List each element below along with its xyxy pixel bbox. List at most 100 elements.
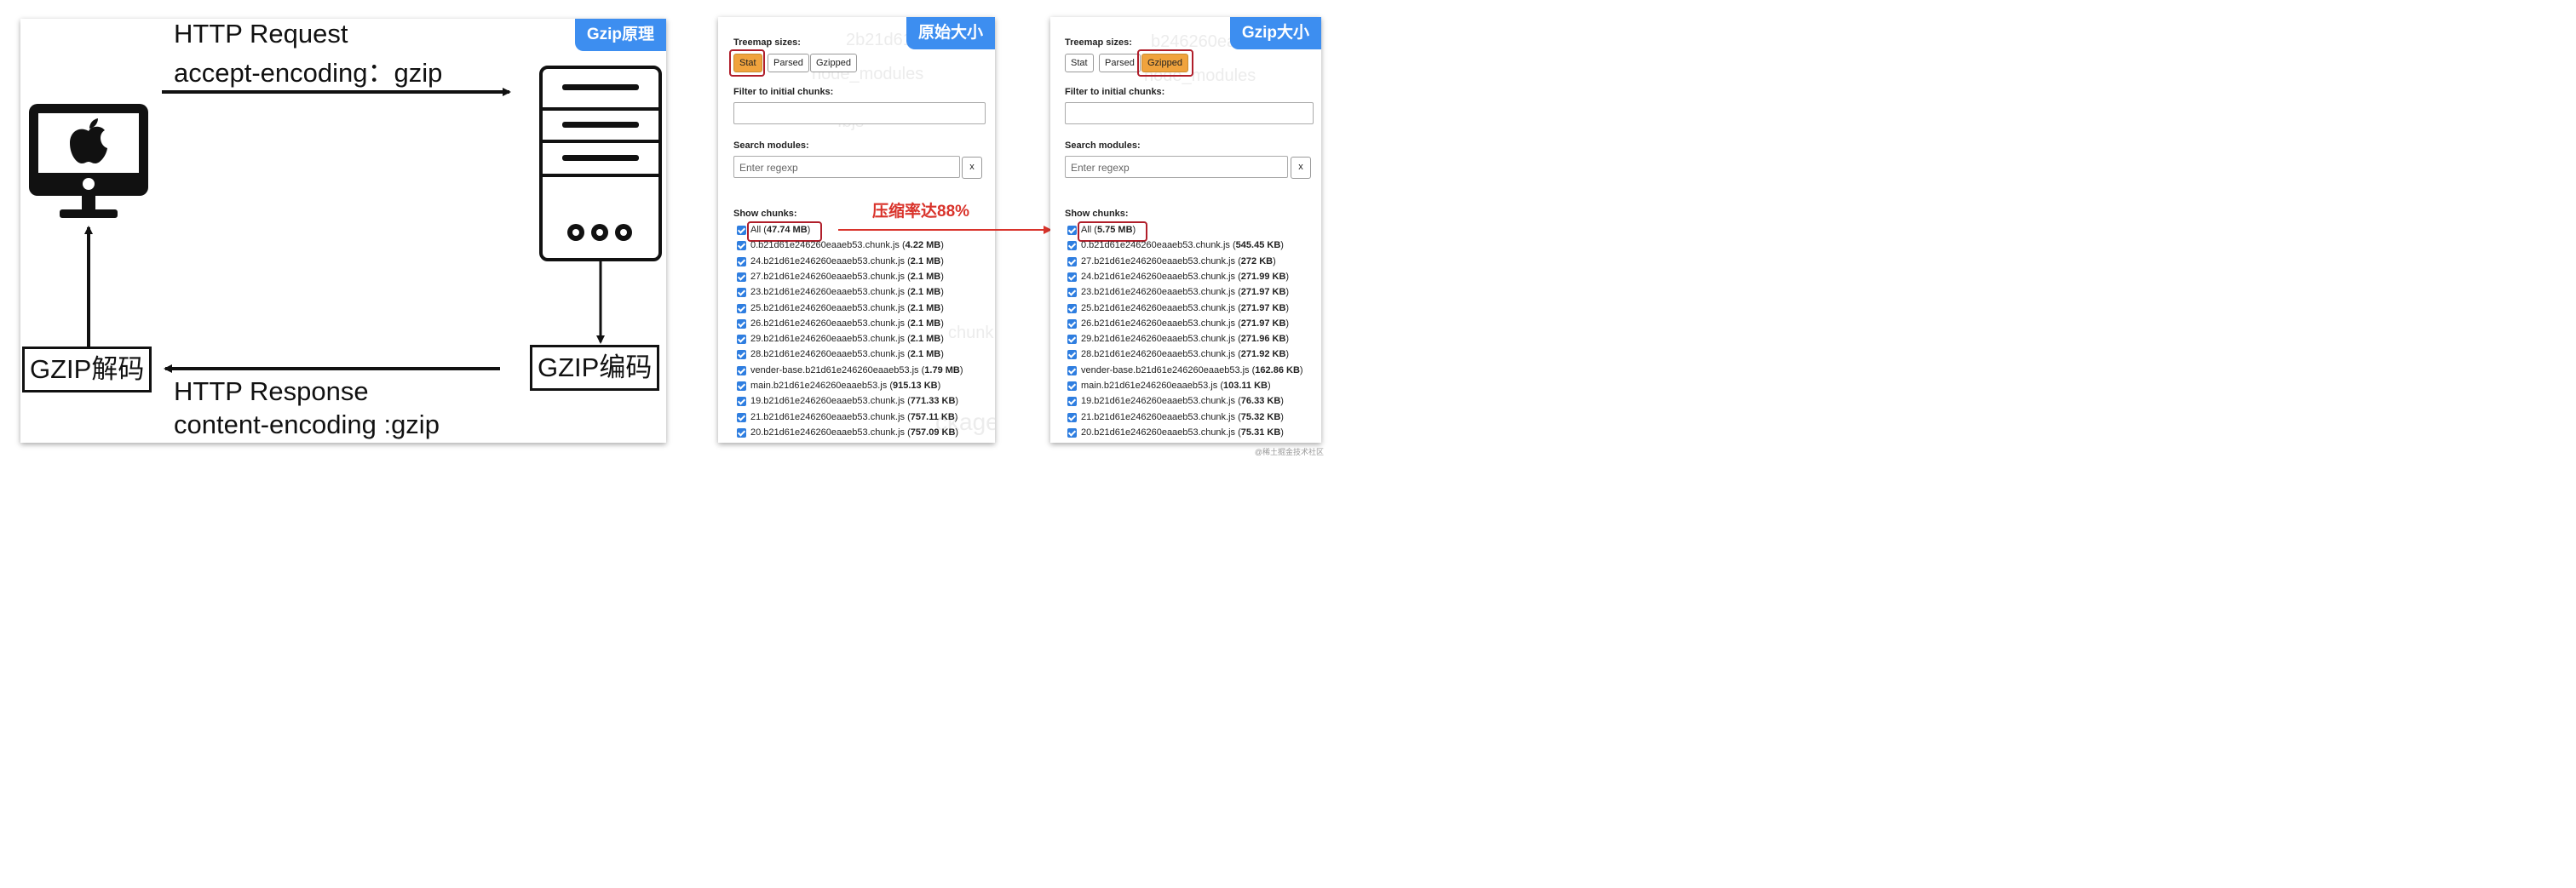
chunk-checkbox[interactable] bbox=[737, 288, 746, 298]
chunk-size: 4.22 MB bbox=[905, 240, 941, 251]
stat-button[interactable]: Stat bbox=[1065, 54, 1094, 72]
search-input[interactable]: Enter regexp bbox=[1065, 156, 1288, 178]
chunk-row: 27.b21d61e246260eaaeb53.chunk.js (2.1 MB… bbox=[750, 271, 944, 282]
chunk-checkbox[interactable] bbox=[1067, 350, 1077, 360]
chunk-row: 28.b21d61e246260eaaeb53.chunk.js (271.92… bbox=[1081, 349, 1290, 360]
chunk-checkbox[interactable] bbox=[737, 226, 746, 235]
chunk-row: 23.b21d61e246260eaaeb53.chunk.js (271.97… bbox=[1081, 287, 1290, 298]
chunk-checkbox[interactable] bbox=[737, 335, 746, 345]
chunk-size: 2.1 MB bbox=[910, 287, 941, 298]
chunk-row: 27.b21d61e246260eaaeb53.chunk.js (272 KB… bbox=[1081, 255, 1276, 266]
chunk-row: main.b21d61e246260eaaeb53.js (103.11 KB) bbox=[1081, 381, 1271, 391]
chunk-checkbox[interactable] bbox=[1067, 318, 1077, 329]
chunk-size: 757.11 KB bbox=[910, 411, 955, 422]
chunk-row: 21.b21d61e246260eaaeb53.chunk.js (75.32 … bbox=[1081, 411, 1284, 422]
ghost-text: ckage bbox=[935, 409, 995, 435]
chunk-size: 2.1 MB bbox=[910, 271, 941, 282]
chunk-name: 26.b21d61e246260eaaeb53.chunk.js bbox=[1081, 318, 1236, 329]
chunk-name: 24.b21d61e246260eaaeb53.chunk.js bbox=[1081, 271, 1236, 282]
chunk-row: 25.b21d61e246260eaaeb53.chunk.js (271.97… bbox=[1081, 302, 1290, 313]
stat-button[interactable]: Stat bbox=[733, 54, 762, 72]
panel-tag: Gzip大小 bbox=[1229, 17, 1321, 49]
chunk-row: 26.b21d61e246260eaaeb53.chunk.js (271.97… bbox=[1081, 318, 1290, 329]
compression-note: 压缩率达88% bbox=[872, 203, 970, 221]
chunk-checkbox[interactable] bbox=[737, 365, 746, 375]
all-chunks-highlight bbox=[1078, 221, 1147, 242]
chunk-name: 27.b21d61e246260eaaeb53.chunk.js bbox=[1081, 255, 1236, 266]
chunk-size: 47.74 MB bbox=[766, 225, 808, 235]
chunk-size: 103.11 KB bbox=[1223, 381, 1268, 391]
chunk-checkbox[interactable] bbox=[737, 427, 746, 438]
chunk-name: 29.b21d61e246260eaaeb53.chunk.js bbox=[750, 334, 906, 345]
chunk-size: 915.13 KB bbox=[893, 381, 938, 391]
chunk-name: 23.b21d61e246260eaaeb53.chunk.js bbox=[1081, 287, 1236, 298]
show-chunks-label: Show chunks: bbox=[1065, 209, 1129, 219]
chunk-name: All bbox=[750, 225, 762, 235]
chunk-name: main.b21d61e246260eaaeb53.js bbox=[1081, 381, 1218, 391]
server-tower-icon bbox=[539, 66, 662, 261]
chunk-checkbox[interactable] bbox=[737, 241, 746, 251]
chunk-checkbox[interactable] bbox=[1067, 288, 1077, 298]
chunk-checkbox[interactable] bbox=[737, 350, 746, 360]
chunk-name: 0.b21d61e246260eaaeb53.chunk.js bbox=[750, 240, 900, 251]
filter-label: Filter to initial chunks: bbox=[733, 87, 834, 97]
chunk-name: 25.b21d61e246260eaaeb53.chunk.js bbox=[1081, 302, 1236, 313]
chunk-checkbox[interactable] bbox=[737, 412, 746, 422]
parsed-button[interactable]: Parsed bbox=[1099, 54, 1141, 72]
chunk-row-all: All (5.75 MB) bbox=[1081, 225, 1136, 235]
chunk-checkbox[interactable] bbox=[737, 272, 746, 282]
chunk-checkbox[interactable] bbox=[737, 397, 746, 407]
chunk-name: vender-base.b21d61e246260eaaeb53.js bbox=[750, 364, 919, 375]
filter-input[interactable] bbox=[733, 102, 986, 124]
chunk-name: 19.b21d61e246260eaaeb53.chunk.js bbox=[750, 396, 906, 407]
chunk-size: 2.1 MB bbox=[910, 302, 941, 313]
chunk-checkbox[interactable] bbox=[1067, 303, 1077, 313]
chunk-checkbox[interactable] bbox=[1067, 256, 1077, 266]
chunk-checkbox[interactable] bbox=[1067, 365, 1077, 375]
gzipped-button[interactable]: Gzipped bbox=[1141, 54, 1188, 72]
chunk-name: 20.b21d61e246260eaaeb53.chunk.js bbox=[750, 427, 906, 438]
chunk-checkbox[interactable] bbox=[1067, 226, 1077, 235]
chunk-row: 21.b21d61e246260eaaeb53.chunk.js (757.11… bbox=[750, 411, 958, 422]
chunk-size: 771.33 KB bbox=[910, 396, 956, 407]
clear-search-button[interactable]: x bbox=[962, 157, 982, 179]
show-chunks-label: Show chunks: bbox=[733, 209, 797, 219]
chunk-checkbox[interactable] bbox=[1067, 427, 1077, 438]
chunk-size: 1.79 MB bbox=[924, 364, 960, 375]
flow-arrows bbox=[29, 66, 662, 373]
chunk-size: 75.31 KB bbox=[1240, 427, 1281, 438]
chunk-checkbox[interactable] bbox=[1067, 241, 1077, 251]
chunk-checkbox[interactable] bbox=[1067, 397, 1077, 407]
chunk-name: vender-base.b21d61e246260eaaeb53.js bbox=[1081, 364, 1250, 375]
chunk-checkbox[interactable] bbox=[737, 256, 746, 266]
chunk-row: 24.b21d61e246260eaaeb53.chunk.js (2.1 MB… bbox=[750, 255, 944, 266]
parsed-button[interactable]: Parsed bbox=[768, 54, 809, 72]
chunk-checkbox[interactable] bbox=[1067, 272, 1077, 282]
chunk-checkbox[interactable] bbox=[737, 318, 746, 329]
response-line-1: HTTP Response bbox=[174, 376, 369, 406]
chunk-name: 0.b21d61e246260eaaeb53.chunk.js bbox=[1081, 240, 1230, 251]
chunk-row: 25.b21d61e246260eaaeb53.chunk.js (2.1 MB… bbox=[750, 302, 944, 313]
search-modules-label: Search modules: bbox=[733, 140, 809, 151]
chunk-checkbox[interactable] bbox=[1067, 335, 1077, 345]
chunk-size: 2.1 MB bbox=[910, 334, 941, 345]
chunk-name: 26.b21d61e246260eaaeb53.chunk.js bbox=[750, 318, 906, 329]
chunk-checkbox[interactable] bbox=[737, 303, 746, 313]
chunk-row: 23.b21d61e246260eaaeb53.chunk.js (2.1 MB… bbox=[750, 287, 944, 298]
chunk-row: 19.b21d61e246260eaaeb53.chunk.js (76.33 … bbox=[1081, 396, 1284, 407]
treemap-sizes-label: Treemap sizes: bbox=[733, 37, 801, 48]
chunk-name: main.b21d61e246260eaaeb53.js bbox=[750, 381, 888, 391]
chunk-size: 75.32 KB bbox=[1240, 411, 1281, 422]
chunk-checkbox[interactable] bbox=[1067, 412, 1077, 422]
chunk-row-all: All (47.74 MB) bbox=[750, 225, 811, 235]
chunk-row: vender-base.b21d61e246260eaaeb53.js (162… bbox=[1081, 364, 1303, 375]
filter-input[interactable] bbox=[1065, 102, 1314, 124]
clear-search-button[interactable]: x bbox=[1291, 157, 1311, 179]
chunk-row: 29.b21d61e246260eaaeb53.chunk.js (2.1 MB… bbox=[750, 334, 944, 345]
chunk-name: 29.b21d61e246260eaaeb53.chunk.js bbox=[1081, 334, 1236, 345]
chunk-row: 28.b21d61e246260eaaeb53.chunk.js (2.1 MB… bbox=[750, 349, 944, 360]
search-input[interactable]: Enter regexp bbox=[733, 156, 960, 178]
chunk-checkbox[interactable] bbox=[737, 381, 746, 391]
gzipped-button[interactable]: Gzipped bbox=[810, 54, 857, 72]
chunk-checkbox[interactable] bbox=[1067, 381, 1077, 391]
